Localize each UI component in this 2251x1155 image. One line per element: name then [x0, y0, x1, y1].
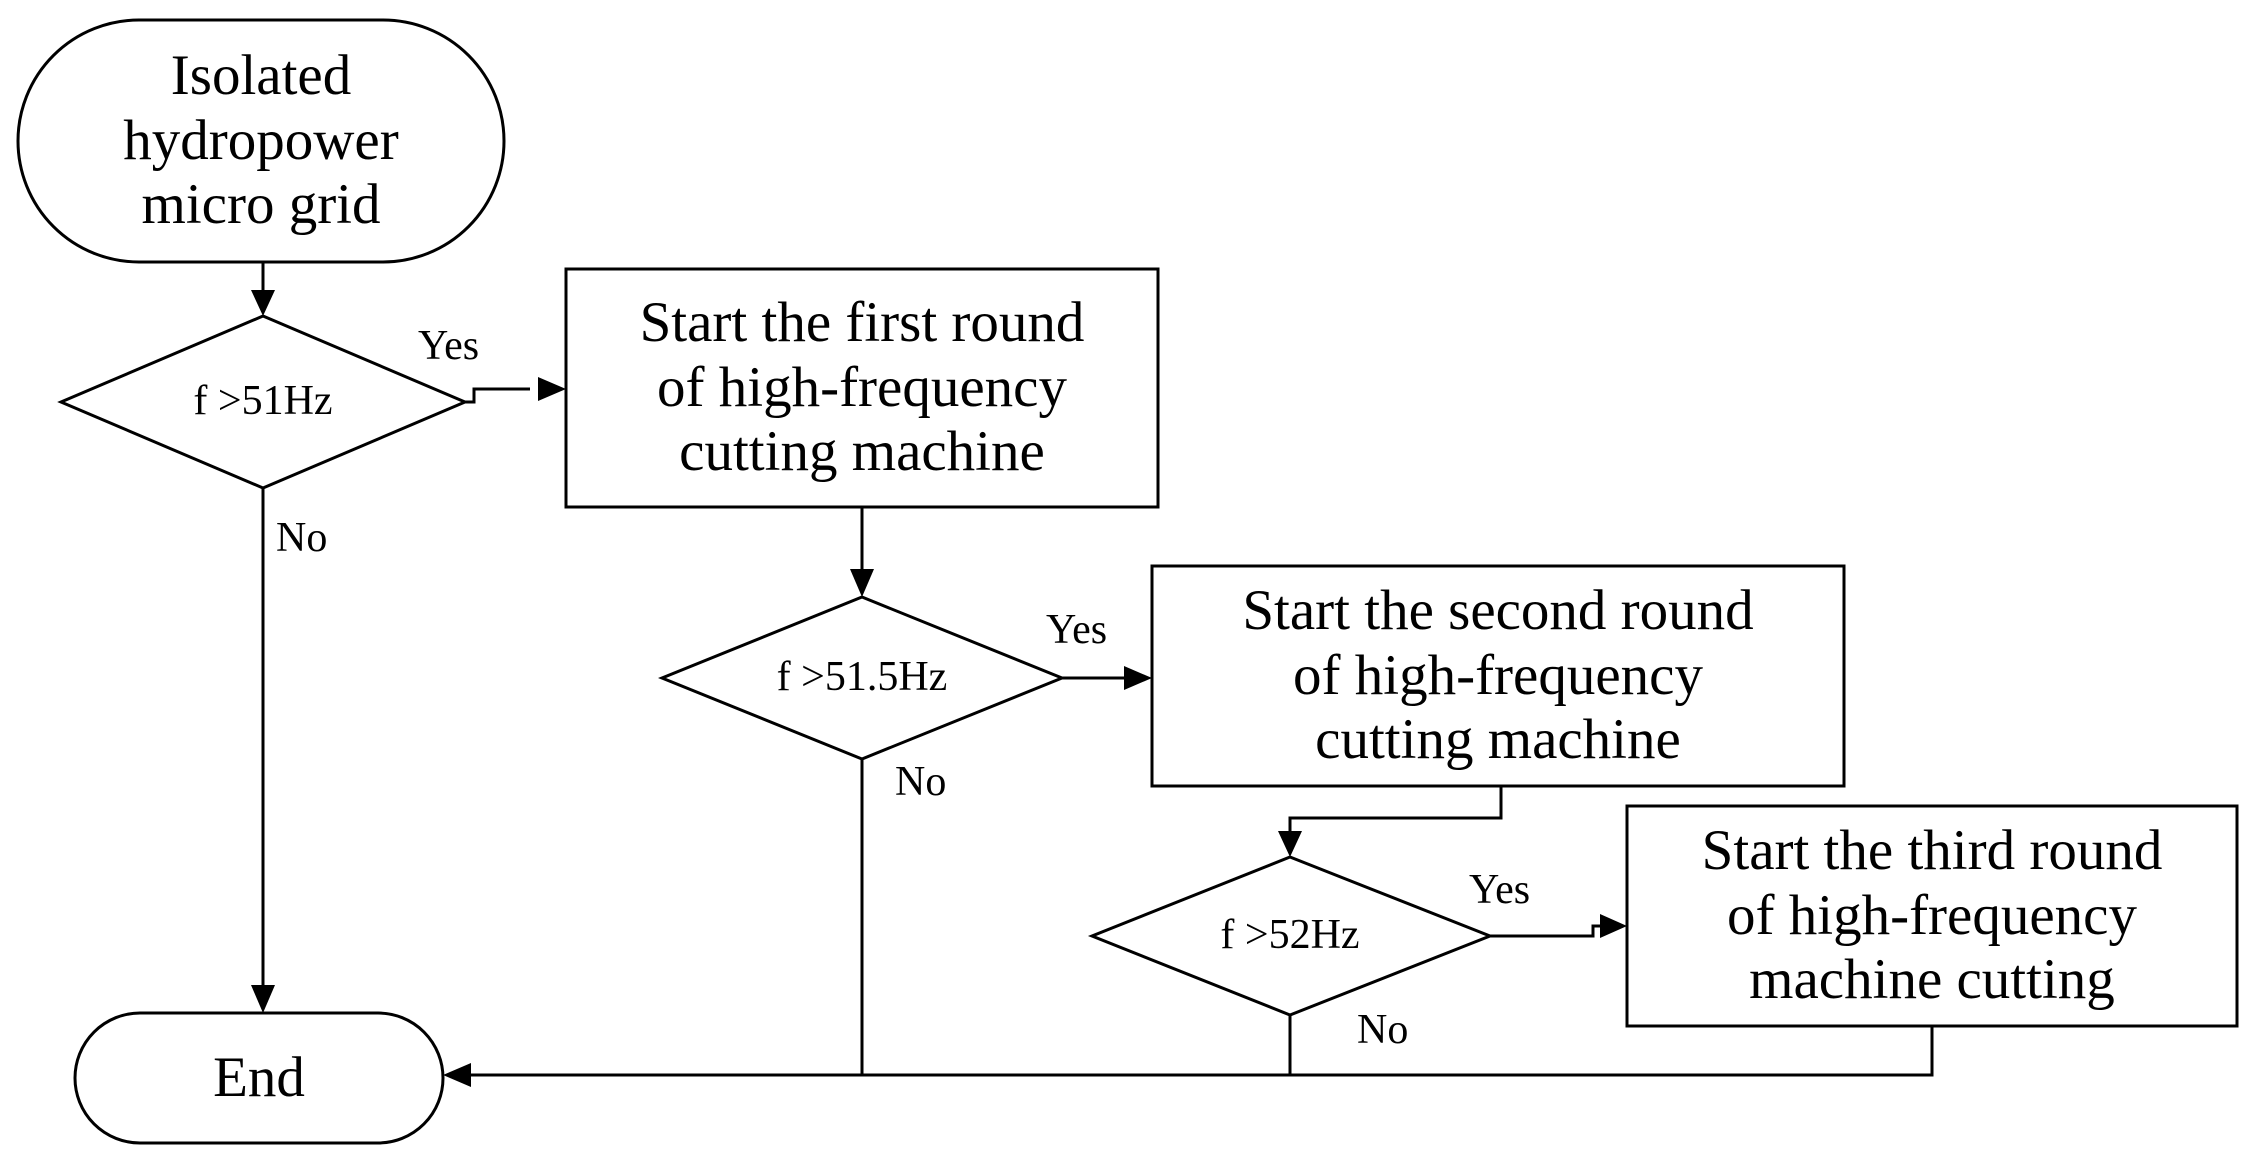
edge-label-no-1: No — [276, 515, 328, 561]
edge-label-no-3: No — [1357, 1007, 1409, 1053]
start-label-line-2: hydropower — [123, 108, 399, 172]
process-2-label: Start the second round of high-frequency… — [1152, 566, 1844, 786]
edge-label-no-2: No — [895, 759, 947, 805]
decision-2-text: f >51.5Hz — [776, 654, 948, 701]
edge-label-yes-3: Yes — [1469, 867, 1531, 913]
process-3-line-2: of high-frequency — [1727, 883, 2137, 947]
start-terminator — [16, 18, 506, 264]
end-label: End — [213, 1045, 305, 1109]
end-terminator-label: End — [75, 1013, 443, 1143]
start-label-line-3: micro grid — [141, 173, 381, 237]
arrowheads — [251, 290, 1627, 1087]
decision-3-text: f >52Hz — [1220, 912, 1360, 959]
process-3-line-3: machine cutting — [1749, 948, 2115, 1012]
start-terminator-label: Isolated hydropower micro grid — [18, 20, 504, 262]
process-2-box — [1150, 564, 1846, 788]
decision-1-label: f >51Hz — [100, 372, 426, 432]
process-3-line-1: Start the third round — [1701, 819, 2163, 883]
decision-1-text: f >51Hz — [193, 378, 333, 425]
process-1-label: Start the first round of high-frequency … — [566, 269, 1158, 507]
process-2-line-1: Start the second round — [1242, 579, 1754, 643]
decision-2-label: f >51.5Hz — [700, 648, 1024, 708]
process-1-line-3: cutting machine — [679, 420, 1045, 484]
decision-3-label: f >52Hz — [1130, 906, 1450, 966]
process-3-label: Start the third round of high-frequency … — [1627, 806, 2237, 1026]
end-terminator — [73, 1011, 445, 1145]
process-2-line-3: cutting machine — [1315, 708, 1681, 772]
process-2-line-2: of high-frequency — [1293, 643, 1703, 707]
edge-label-yes-2: Yes — [1046, 607, 1108, 653]
start-label-line-1: Isolated — [170, 44, 352, 108]
process-1-line-1: Start the first round — [639, 291, 1085, 355]
edge-label-yes-1: Yes — [418, 323, 480, 369]
process-1-line-2: of high-frequency — [657, 355, 1067, 419]
